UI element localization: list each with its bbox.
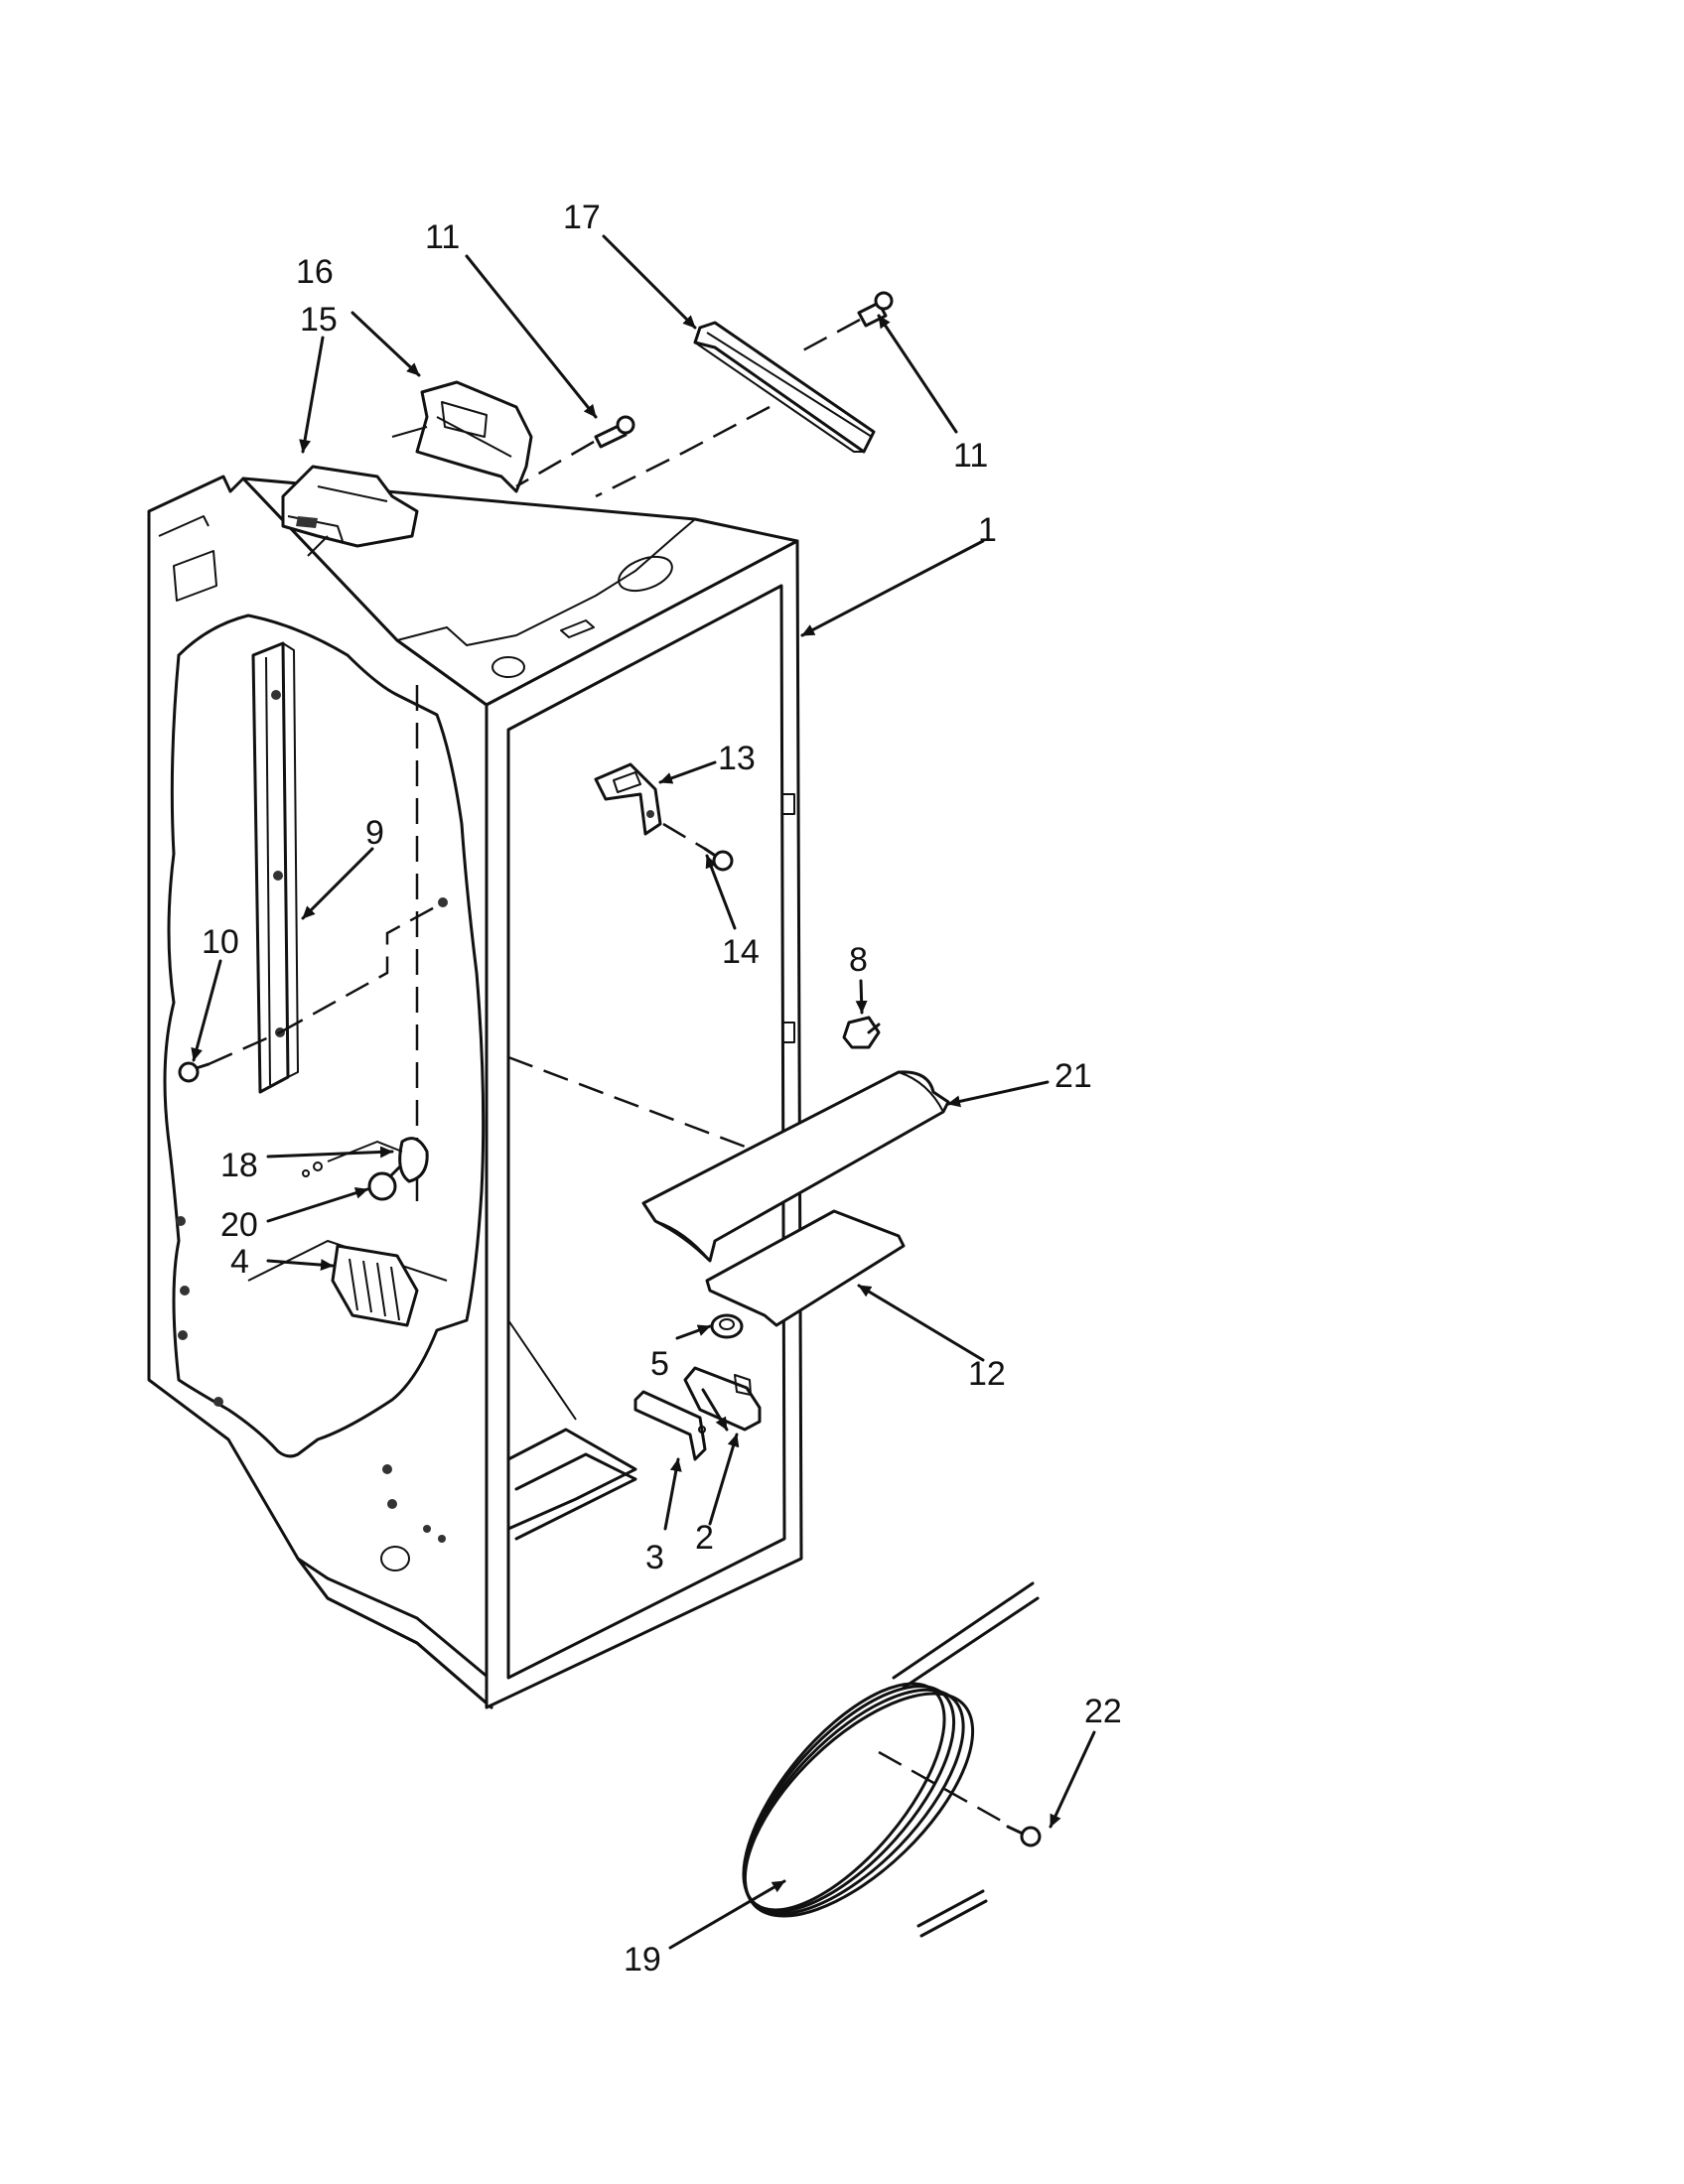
callout-17: 17 [563, 199, 601, 236]
top-rail [693, 321, 876, 454]
callout-5: 5 [650, 1345, 669, 1383]
callout-10: 10 [202, 923, 239, 961]
screw-10 [178, 1030, 281, 1083]
deflector-plate [705, 1209, 906, 1327]
callout-15: 15 [300, 301, 338, 339]
shelf-rail [251, 641, 448, 1094]
mounting-bracket [594, 762, 662, 836]
fastener-8 [842, 1016, 881, 1049]
callout-16: 16 [296, 253, 334, 291]
callout-1: 1 [978, 511, 997, 549]
callout-20: 20 [220, 1206, 258, 1244]
callout-3: 3 [645, 1539, 664, 1576]
grommet-5 [710, 1313, 744, 1339]
callout-4: 4 [230, 1243, 249, 1281]
light-socket [302, 1137, 429, 1183]
bracket-2 [683, 1366, 762, 1432]
callout-labels: 1 2 3 4 5 8 9 10 11 11 12 13 14 15 16 17… [202, 199, 1122, 1979]
coiled-tubing [742, 1581, 1040, 1938]
screw-22 [1006, 1825, 1042, 1847]
callout-12: 12 [968, 1355, 1006, 1393]
callout-9: 9 [365, 814, 384, 852]
callout-22: 22 [1084, 1693, 1122, 1730]
callout-11b: 11 [953, 437, 988, 475]
callout-18: 18 [220, 1147, 258, 1184]
callout-13: 13 [718, 740, 756, 777]
callout-11a: 11 [425, 218, 460, 256]
control-bracket [391, 380, 533, 493]
callout-8: 8 [849, 941, 868, 979]
callout-14: 14 [722, 933, 760, 971]
screw-14 [662, 822, 734, 872]
control-housing [281, 465, 419, 557]
leader-lines [191, 234, 1096, 1950]
shelf-cover [641, 1070, 950, 1263]
air-grille [331, 1244, 419, 1327]
light-bulb [367, 1165, 401, 1201]
screw-11-left [515, 415, 635, 488]
bracket-3 [633, 1390, 707, 1461]
callout-2: 2 [695, 1519, 714, 1557]
screw-11-right [595, 291, 894, 498]
callout-21: 21 [1054, 1057, 1092, 1095]
callout-19: 19 [624, 1941, 661, 1979]
